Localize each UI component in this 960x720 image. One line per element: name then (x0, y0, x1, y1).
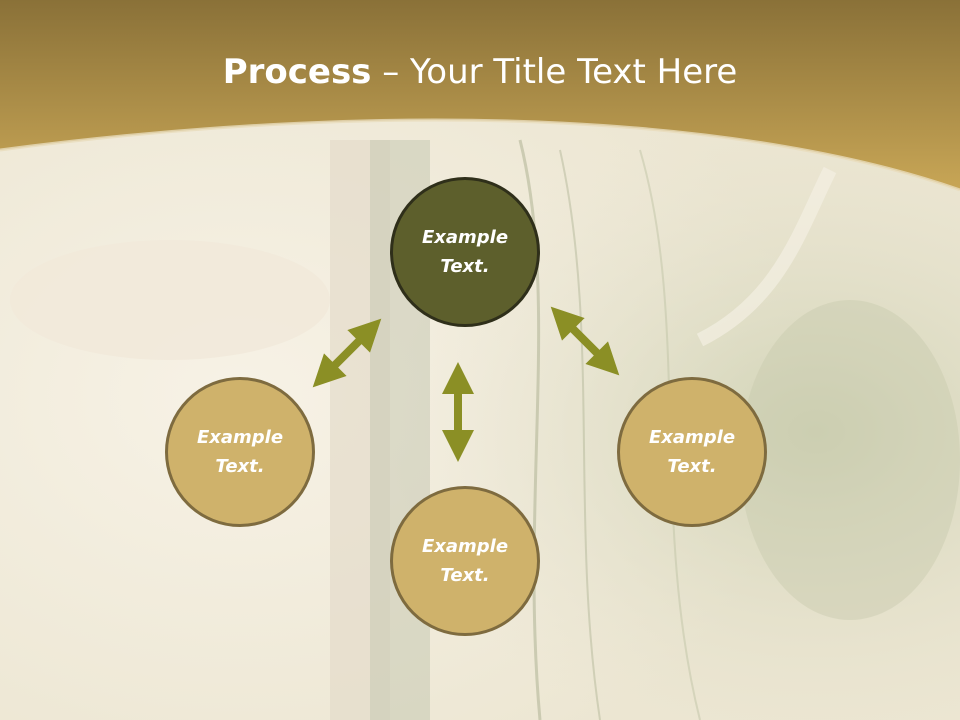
node-top[interactable]: Example Text. (390, 177, 540, 327)
node-left[interactable]: Example Text. (165, 377, 315, 527)
node-bottom[interactable]: Example Text. (390, 486, 540, 636)
node-right-text: Example Text. (648, 427, 736, 477)
node-top-text: Example Text. (421, 227, 509, 277)
node-bottom-text: Example Text. (421, 536, 509, 586)
node-left-text: Example Text. (196, 427, 284, 477)
title-rest: – Your Title Text Here (371, 52, 738, 92)
title-bold: Process (222, 52, 372, 92)
node-right[interactable]: Example Text. (617, 377, 767, 527)
slide-title: Process – Your Title Text Here (0, 52, 960, 92)
